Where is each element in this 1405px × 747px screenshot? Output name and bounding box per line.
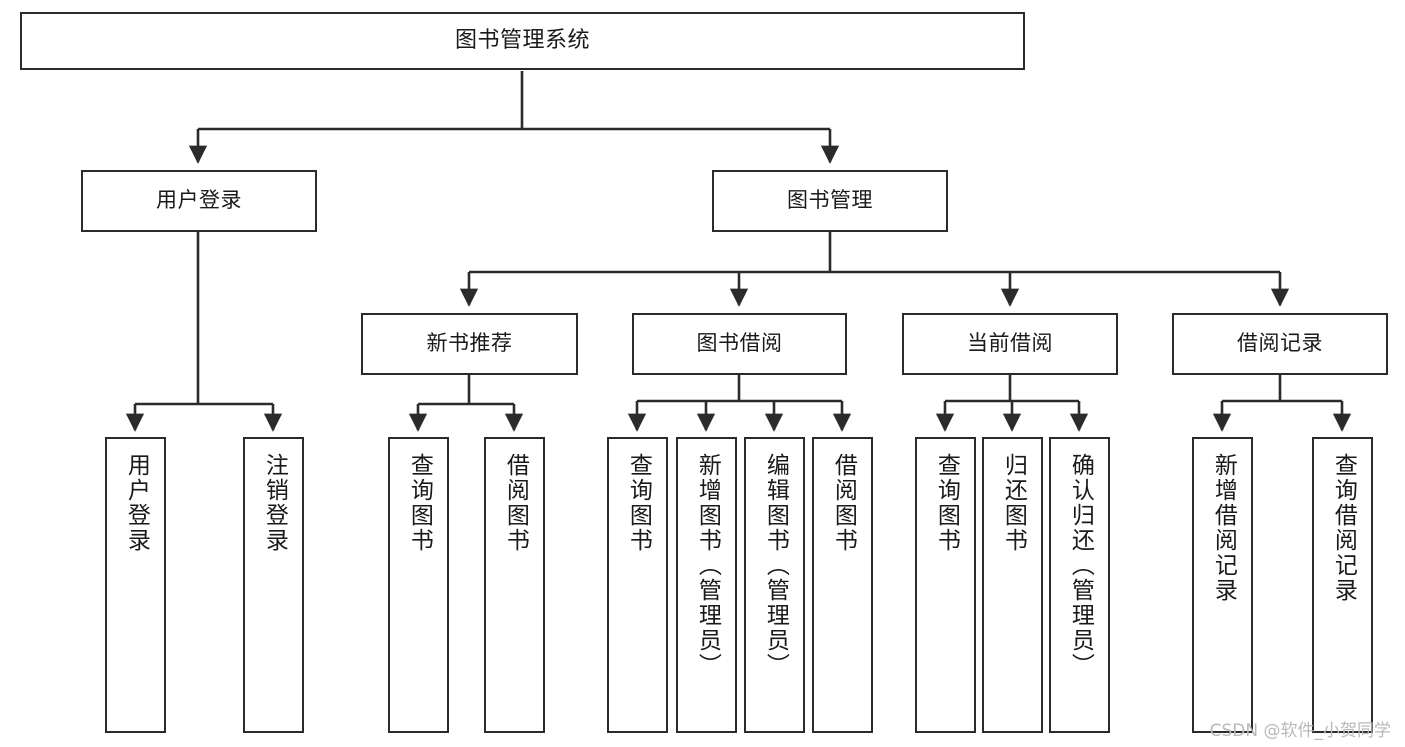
leaf-confirm-return[interactable]: 确认归还（管理员） [1049, 437, 1110, 733]
leaf-query-book-current[interactable]: 查询图书 [915, 437, 976, 733]
leaf-add-borrow-record-label: 新增借阅记录 [1210, 453, 1237, 603]
leaf-borrow-book[interactable]: 借阅图书 [812, 437, 873, 733]
leaf-add-borrow-record[interactable]: 新增借阅记录 [1192, 437, 1253, 733]
leaf-query-book-recommend[interactable]: 查询图书 [388, 437, 449, 733]
node-current-borrow-label: 当前借阅 [967, 331, 1053, 356]
node-new-book-recommend-label: 新书推荐 [426, 331, 513, 356]
leaf-return-book-label: 归还图书 [1000, 453, 1027, 553]
leaf-user-logout-label: 注销登录 [261, 453, 288, 553]
leaf-add-book-label: 新增图书（管理员） [694, 453, 721, 678]
leaf-query-borrow-record[interactable]: 查询借阅记录 [1312, 437, 1373, 733]
node-root[interactable]: 图书管理系统 [20, 12, 1025, 70]
watermark: CSDN @软件_小贺同学 [1209, 721, 1391, 741]
leaf-query-book-borrow-label: 查询图书 [625, 453, 652, 553]
leaf-query-book-recommend-label: 查询图书 [406, 453, 433, 553]
leaf-borrow-book-label: 借阅图书 [830, 453, 857, 553]
node-user-login[interactable]: 用户登录 [81, 170, 317, 232]
node-user-login-label: 用户登录 [156, 188, 242, 213]
node-book-manage[interactable]: 图书管理 [712, 170, 948, 232]
leaf-add-book[interactable]: 新增图书（管理员） [676, 437, 737, 733]
leaf-confirm-return-label: 确认归还（管理员） [1067, 453, 1094, 678]
leaf-edit-book[interactable]: 编辑图书（管理员） [744, 437, 805, 733]
leaf-query-borrow-record-label: 查询借阅记录 [1330, 453, 1357, 603]
node-book-borrow-label: 图书借阅 [696, 331, 783, 356]
leaf-return-book[interactable]: 归还图书 [982, 437, 1043, 733]
leaf-user-login[interactable]: 用户登录 [105, 437, 166, 733]
node-book-manage-label: 图书管理 [787, 188, 873, 213]
leaf-query-book-current-label: 查询图书 [933, 453, 960, 553]
leaf-user-login-label: 用户登录 [123, 453, 150, 553]
node-current-borrow[interactable]: 当前借阅 [902, 313, 1118, 375]
node-book-borrow[interactable]: 图书借阅 [632, 313, 847, 375]
leaf-user-logout[interactable]: 注销登录 [243, 437, 304, 733]
node-borrow-record[interactable]: 借阅记录 [1172, 313, 1388, 375]
leaf-query-book-borrow[interactable]: 查询图书 [607, 437, 668, 733]
leaf-borrow-book-recommend[interactable]: 借阅图书 [484, 437, 545, 733]
leaf-borrow-book-recommend-label: 借阅图书 [502, 453, 529, 553]
node-borrow-record-label: 借阅记录 [1237, 331, 1323, 356]
node-new-book-recommend[interactable]: 新书推荐 [361, 313, 578, 375]
leaf-edit-book-label: 编辑图书（管理员） [762, 453, 789, 678]
node-root-label: 图书管理系统 [454, 27, 590, 53]
